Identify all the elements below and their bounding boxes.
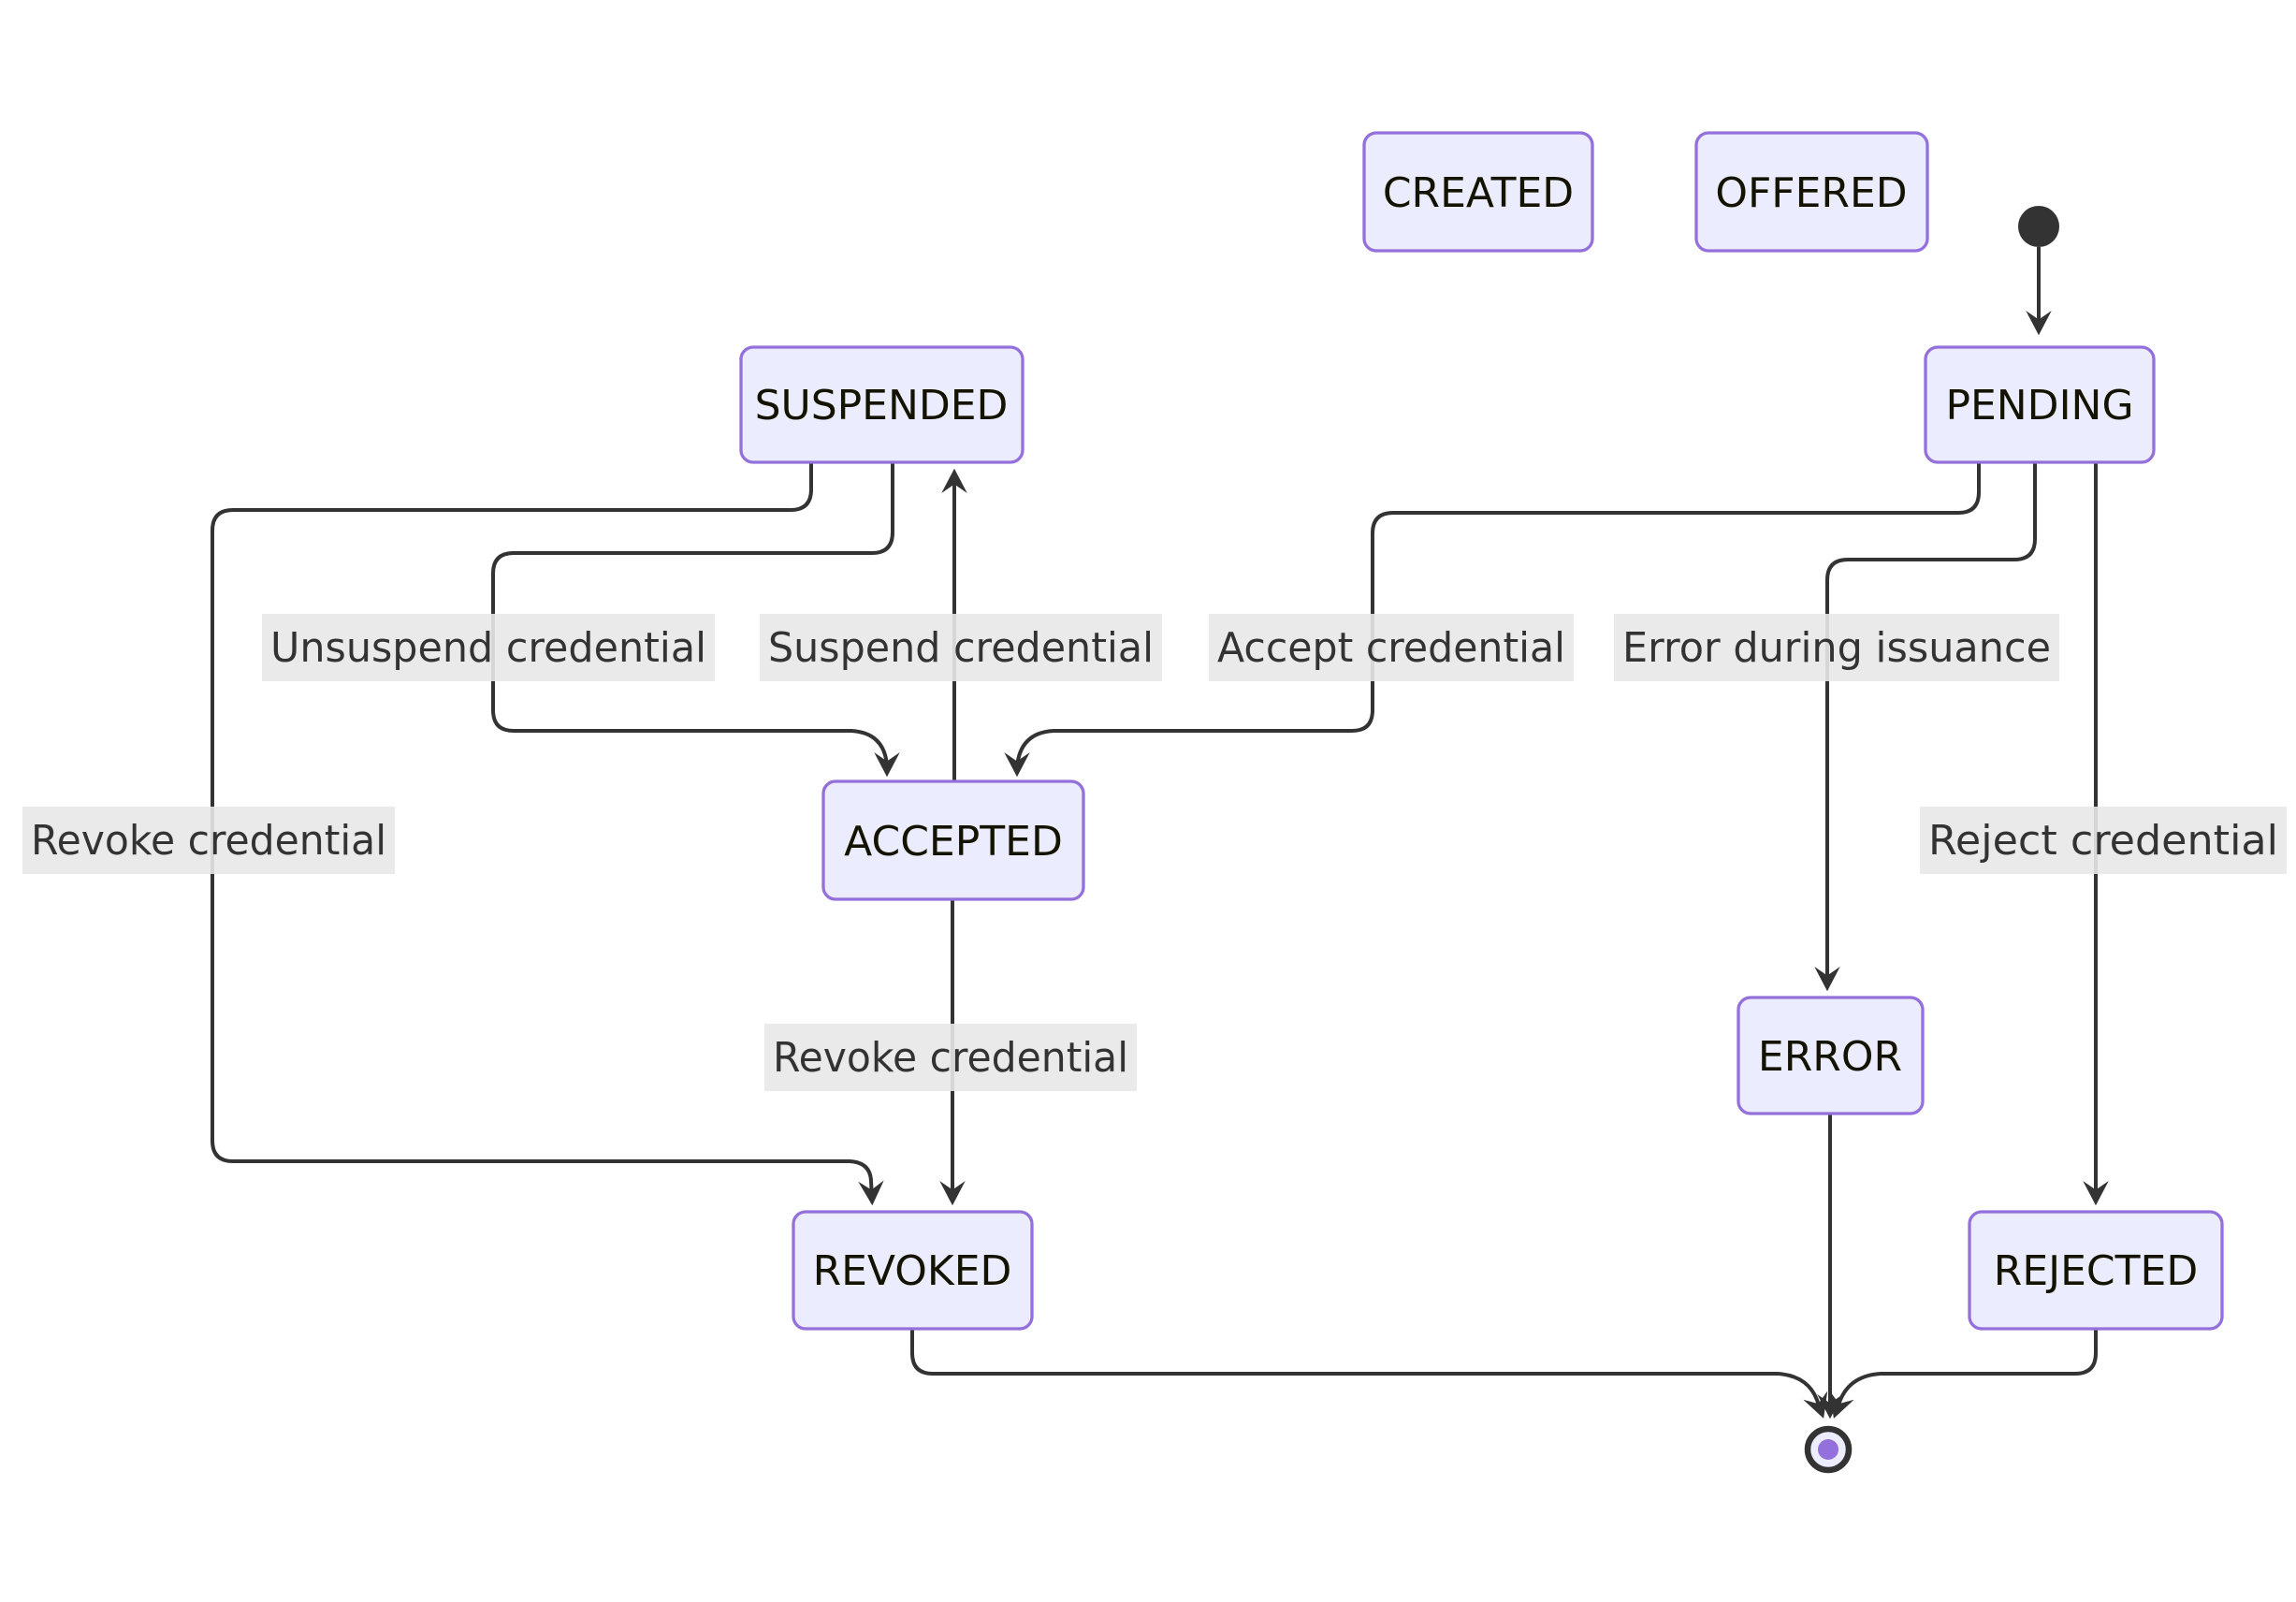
edge-label-reject-credential: Reject credential (1920, 807, 2287, 874)
edge-pending-to-accepted (1004, 462, 1981, 778)
state-created-label: CREATED (1383, 169, 1574, 217)
state-rejected-label: REJECTED (1994, 1247, 2198, 1295)
edge-label-suspend-credential: Suspend credential (760, 614, 1162, 681)
state-pending-label: PENDING (1945, 382, 2133, 430)
edge-labels: Unsuspend credential Suspend credential … (22, 614, 2287, 1091)
states: CREATED OFFERED PENDING SUSPENDED ACCEPT… (739, 131, 2224, 1331)
edge-label-error-during-issuance: Error during issuance (1614, 614, 2059, 681)
state-accepted: ACCEPTED (821, 779, 1085, 901)
edge-label-revoke-credential-middle-text: Revoke credential (773, 1034, 1128, 1082)
state-error-label: ERROR (1758, 1033, 1902, 1081)
state-offered: OFFERED (1694, 131, 1929, 253)
state-rejected: REJECTED (1968, 1210, 2224, 1331)
edge-label-revoke-credential-left: Revoke credential (22, 807, 395, 874)
edge-rejected-to-end (1829, 1329, 2098, 1419)
edges (211, 247, 2109, 1420)
start-state-icon (2018, 206, 2059, 247)
edge-label-accept-credential: Accept credential (1209, 614, 1574, 681)
edge-label-accept-credential-text: Accept credential (1217, 624, 1565, 672)
state-revoked: REVOKED (792, 1210, 1034, 1331)
edge-label-suspend-credential-text: Suspend credential (768, 624, 1154, 672)
edge-label-error-during-issuance-text: Error during issuance (1622, 624, 2051, 672)
edge-label-revoke-credential-middle: Revoke credential (764, 1024, 1137, 1091)
state-created: CREATED (1362, 131, 1594, 253)
state-pending: PENDING (1924, 345, 2156, 464)
state-suspended-label: SUSPENDED (755, 382, 1009, 430)
state-accepted-label: ACCEPTED (844, 818, 1063, 866)
state-suspended: SUSPENDED (739, 345, 1024, 464)
state-error: ERROR (1737, 996, 1925, 1115)
edge-pending-to-error (1814, 462, 2037, 992)
state-offered-label: OFFERED (1715, 169, 1907, 217)
end-state-icon (1804, 1425, 1853, 1474)
edge-label-reject-credential-text: Reject credential (1928, 817, 2278, 865)
edge-revoked-to-end (910, 1329, 1828, 1419)
edge-label-unsuspend-credential-text: Unsuspend credential (270, 624, 706, 672)
state-revoked-label: REVOKED (813, 1247, 1012, 1295)
edge-suspended-to-accepted (491, 462, 900, 778)
edge-label-revoke-credential-left-text: Revoke credential (31, 817, 386, 865)
edge-label-unsuspend-credential: Unsuspend credential (262, 614, 715, 681)
